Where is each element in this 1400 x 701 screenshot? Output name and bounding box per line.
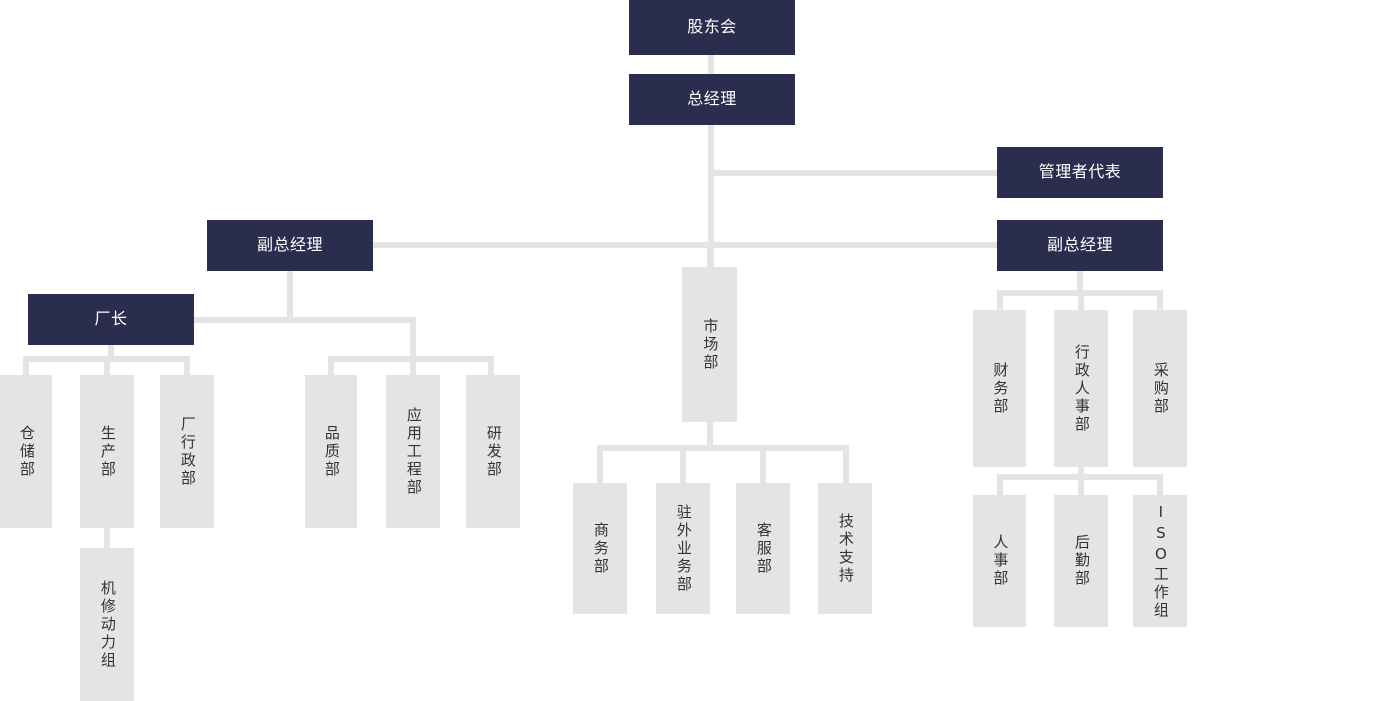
connector-finance-drop: [997, 290, 1003, 311]
connector-marketing-drop: [707, 248, 713, 270]
org-node-quality[interactable]: 品质部: [305, 375, 357, 528]
connector-maintenance-drop: [104, 528, 110, 549]
org-node-label-business: 商务部: [591, 521, 610, 576]
org-node-maintenance[interactable]: 机修动力组: [80, 548, 134, 701]
connector-app-eng-drop: [410, 356, 416, 376]
org-node-label-rnd: 研发部: [484, 424, 503, 479]
org-node-marketing[interactable]: 市场部: [682, 267, 737, 422]
org-node-board[interactable]: 股东会: [629, 0, 795, 55]
org-node-label-plant_admin: 厂行政部: [178, 415, 197, 488]
org-node-label-customer: 客服部: [754, 521, 773, 576]
org-node-finance[interactable]: 财务部: [973, 310, 1026, 467]
connector-customer-drop: [760, 445, 766, 485]
connector-quality-drop: [328, 356, 334, 376]
connector-plant-group2-down: [410, 317, 416, 359]
org-node-tech_supp[interactable]: 技术支持: [818, 483, 872, 614]
connector-board-to-gm: [708, 55, 714, 74]
connector-warehouse-drop: [23, 356, 29, 376]
org-node-iso_team[interactable]: ISO工作组: [1133, 495, 1187, 627]
org-node-label-mgmt_rep: 管理者代表: [1038, 162, 1122, 182]
connector-gm-to-mgmt-rep: [711, 170, 997, 176]
org-node-warehouse[interactable]: 仓储部: [0, 375, 52, 528]
org-node-label-dgm_right: 副总经理: [1046, 235, 1113, 255]
org-node-plant_mgr[interactable]: 厂长: [28, 294, 194, 345]
org-node-mgmt_rep[interactable]: 管理者代表: [997, 147, 1163, 198]
org-node-label-logistics: 后勤部: [1072, 534, 1091, 588]
org-node-label-admin_hr: 行政人事部: [1072, 343, 1091, 434]
org-node-hr[interactable]: 人事部: [973, 495, 1026, 627]
org-node-purchasing[interactable]: 采购部: [1133, 310, 1187, 467]
org-node-label-iso_team: ISO工作组: [1151, 502, 1170, 620]
org-node-label-tech_supp: 技术支持: [836, 512, 855, 585]
connector-dgm-right-down: [1077, 271, 1083, 293]
org-node-label-marketing: 市场部: [701, 317, 720, 372]
connector-field-sales-drop: [680, 445, 686, 485]
org-node-dgm_left[interactable]: 副总经理: [207, 220, 373, 271]
org-node-label-finance: 财务部: [991, 361, 1010, 416]
org-node-label-hr: 人事部: [991, 534, 1010, 588]
org-node-label-maintenance: 机修动力组: [98, 579, 117, 670]
org-node-label-gm: 总经理: [687, 89, 737, 109]
connector-plant-row-bar: [193, 317, 416, 323]
connector-iso-drop: [1157, 474, 1163, 496]
org-node-customer[interactable]: 客服部: [736, 483, 790, 614]
org-node-label-quality: 品质部: [322, 424, 341, 479]
org-node-dgm_right[interactable]: 副总经理: [997, 220, 1163, 271]
org-node-production[interactable]: 生产部: [80, 375, 134, 528]
connector-admin-hr-drop: [1078, 290, 1084, 311]
org-node-label-plant_mgr: 厂长: [94, 309, 128, 329]
connector-plant-mgr-down: [108, 345, 114, 359]
org-node-label-purchasing: 采购部: [1151, 361, 1170, 416]
connector-plant-admin-drop: [184, 356, 190, 376]
connector-business-drop: [597, 445, 603, 485]
connector-logistics-drop: [1078, 474, 1084, 496]
connector-rnd-drop: [488, 356, 494, 376]
org-node-label-board: 股东会: [687, 17, 737, 37]
org-node-business[interactable]: 商务部: [573, 483, 627, 614]
connector-hr-drop: [997, 474, 1003, 496]
org-node-gm[interactable]: 总经理: [629, 74, 795, 125]
connector-tech-supp-drop: [843, 445, 849, 485]
connector-gm-level-bar: [289, 242, 1000, 248]
org-node-label-warehouse: 仓储部: [17, 424, 36, 479]
org-node-label-field_sales: 驻外业务部: [674, 503, 693, 594]
org-node-label-app_eng: 应用工程部: [404, 406, 423, 497]
org-node-logistics[interactable]: 后勤部: [1054, 495, 1108, 627]
org-node-label-dgm_left: 副总经理: [256, 235, 323, 255]
org-node-field_sales[interactable]: 驻外业务部: [656, 483, 710, 614]
org-node-label-production: 生产部: [98, 424, 117, 479]
connector-dgm-left-down: [287, 271, 293, 323]
connector-admin-hr-down: [1078, 467, 1084, 476]
org-node-app_eng[interactable]: 应用工程部: [386, 375, 440, 528]
connector-production-drop: [104, 356, 110, 376]
connector-gm-trunk: [708, 125, 714, 273]
org-node-rnd[interactable]: 研发部: [466, 375, 520, 528]
org-node-plant_admin[interactable]: 厂行政部: [160, 375, 214, 528]
connector-marketing-children-bar: [597, 445, 849, 451]
connector-purchasing-drop: [1157, 290, 1163, 311]
connector-marketing-down: [707, 422, 713, 448]
org-node-admin_hr[interactable]: 行政人事部: [1054, 310, 1108, 467]
